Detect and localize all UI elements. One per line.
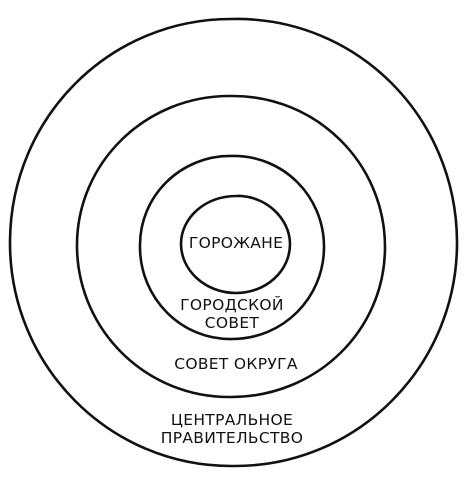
ring-city-council bbox=[138, 154, 326, 341]
ring-district-council bbox=[75, 94, 387, 399]
ring-central-government bbox=[8, 17, 459, 468]
label-central-government: ЦЕНТРАЛЬНОЕ ПРАВИТЕЛЬСТВО bbox=[147, 411, 317, 447]
label-district-council: СОВЕТ ОКРУГА bbox=[161, 355, 311, 373]
label-line: ЦЕНТРАЛЬНОЕ bbox=[170, 411, 294, 429]
label-line: ГОРОЖАНЕ bbox=[188, 234, 284, 252]
label-line: СОВЕТ ОКРУГА bbox=[174, 355, 298, 373]
ring-citizens bbox=[179, 194, 292, 295]
label-city-council: ГОРОДСКОЙ СОВЕТ bbox=[172, 296, 292, 332]
label-citizens: ГОРОЖАНЕ bbox=[186, 234, 286, 252]
label-line: ГОРОДСКОЙ bbox=[180, 296, 284, 314]
label-line: СОВЕТ bbox=[204, 314, 260, 332]
label-line: ПРАВИТЕЛЬСТВО bbox=[160, 429, 304, 447]
